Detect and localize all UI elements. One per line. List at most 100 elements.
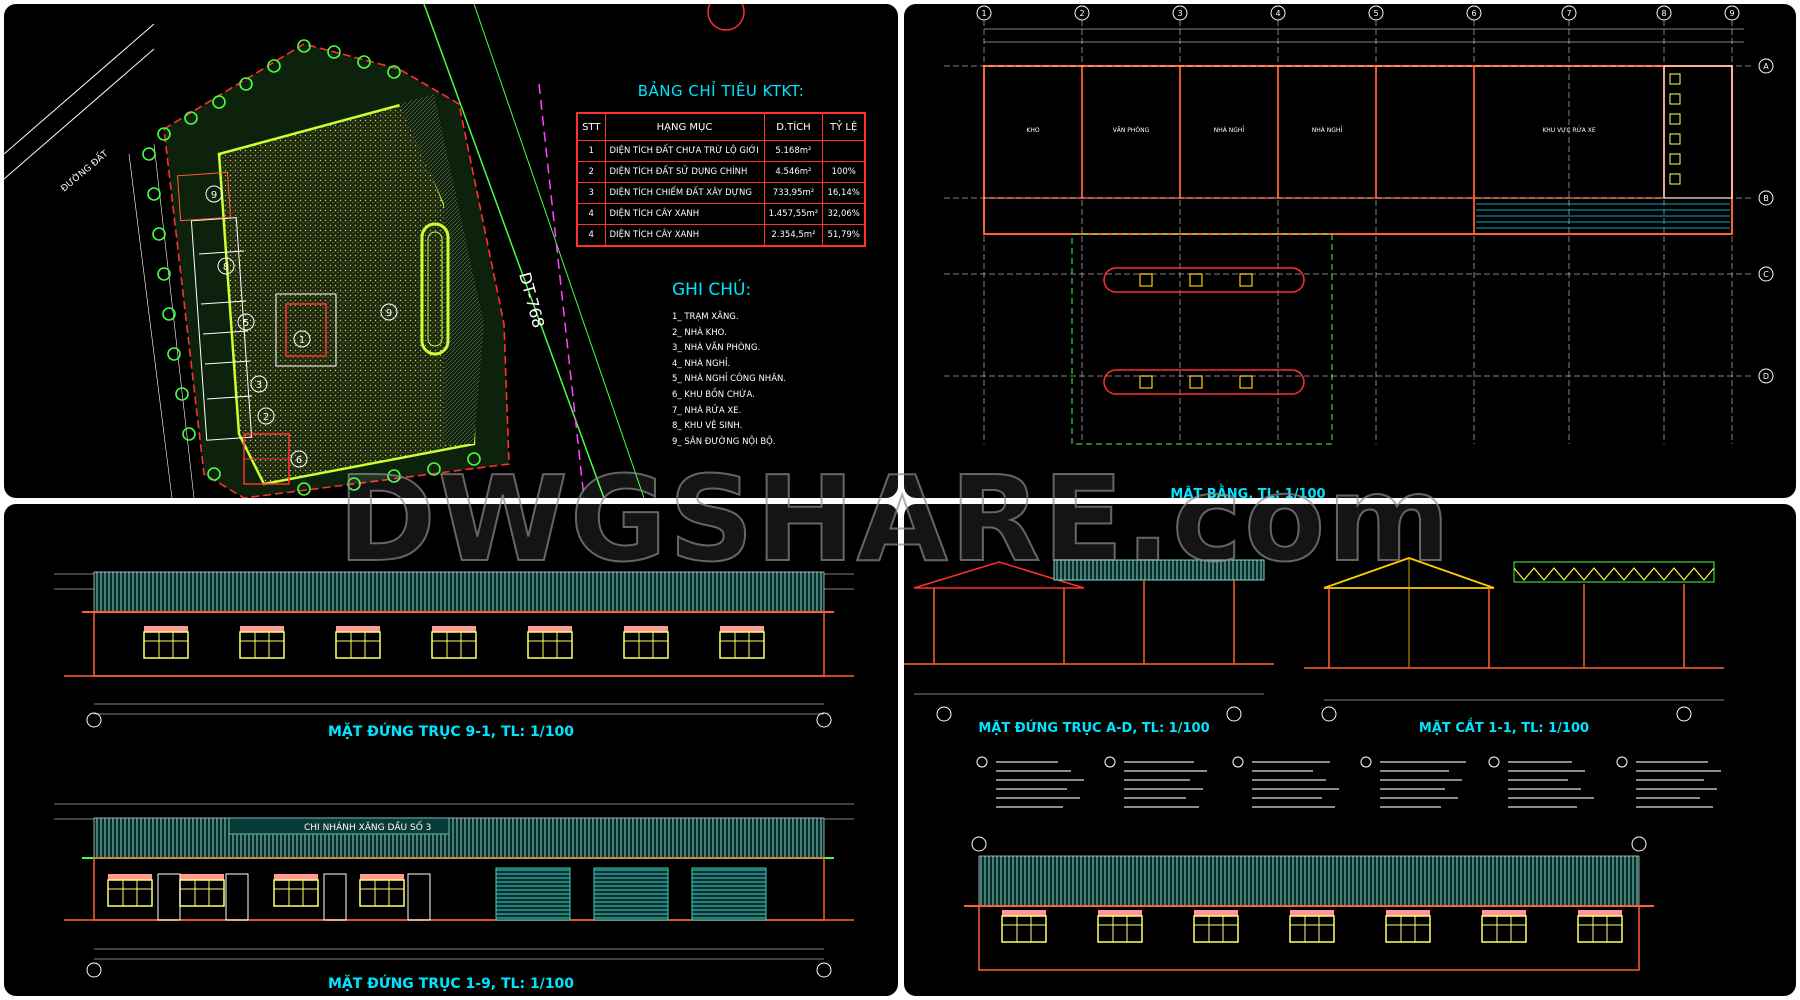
zone-label-5: 5 <box>243 318 249 329</box>
door <box>323 873 347 921</box>
window-lintel <box>1482 910 1526 916</box>
cell-stt: 1 <box>576 140 606 162</box>
axis-bubble <box>1758 368 1774 384</box>
note-item: 4_ NHÀ NGHỈ. <box>672 358 731 369</box>
axis-bubble <box>1656 5 1672 21</box>
note-item: 7_ NHÀ RỬA XE. <box>672 405 742 416</box>
axis-number: 7 <box>1566 9 1571 18</box>
axis-bubble <box>1368 5 1384 21</box>
window-lintel <box>528 626 572 632</box>
cell-ty-le: 100% <box>822 161 866 183</box>
cell-stt: 2 <box>576 161 606 183</box>
dirt-road-label: ĐƯỜNG ĐẤT <box>58 147 111 194</box>
axis-bubble <box>1758 58 1774 74</box>
axis-number: 2 <box>1079 9 1084 18</box>
window <box>719 631 765 659</box>
cell-hang-muc: DIỆN TÍCH ĐẤT CHƯA TRỪ LỘ GIỚI <box>604 140 765 162</box>
elevation-a-d <box>904 559 1274 722</box>
cell-stt: 3 <box>576 182 606 204</box>
window-lintel <box>1194 910 1238 916</box>
window <box>1385 915 1431 943</box>
axis-number: 9 <box>1729 9 1734 18</box>
ktkt-table: STT HẠNG MỤC D.TÍCH TỶ LỆ 1 DIỆN TÍCH ĐẤ… <box>576 112 866 247</box>
door <box>225 873 249 921</box>
window-lintel <box>1002 910 1046 916</box>
section-panel: MẶT ĐỨNG TRỤC A-D, TL: 1/100 MẶT CẮT 1-1… <box>904 504 1796 996</box>
window <box>273 879 319 907</box>
elevation-1-9: CHI NHÁNH XĂNG DẦU SỐ 3 <box>54 803 854 978</box>
cell-hang-muc: DIỆN TÍCH ĐẤT SỬ DỤNG CHÍNH <box>604 161 765 183</box>
room-label: KHU VỰC RỬA XE <box>1542 126 1596 134</box>
window-lintel <box>144 626 188 632</box>
cell-dien-tich: 2.354,5m² <box>763 224 824 247</box>
axis-bubble <box>1758 190 1774 206</box>
elevation-9-1-title: MẶT ĐỨNG TRỤC 9-1, TL: 1/100 <box>328 722 574 740</box>
header-stt: STT <box>576 112 606 141</box>
rear-elevation <box>964 836 1654 971</box>
cell-ty-le: 16,14% <box>822 182 866 204</box>
note-item: 8_ KHU VỆ SINH. <box>672 421 743 432</box>
section-1-1-title: MẶT CẮT 1-1, TL: 1/100 <box>1419 719 1589 736</box>
zone-label-9: 9 <box>386 308 392 319</box>
axis-bubble <box>1466 5 1482 21</box>
zone-label-8: 9 <box>211 190 217 201</box>
zone-label-3: 3 <box>256 380 262 391</box>
axis-letter: B <box>1763 194 1769 203</box>
axis-bubble <box>1270 5 1286 21</box>
elevation-1-9-title: MẶT ĐỨNG TRỤC 1-9, TL: 1/100 <box>328 974 574 992</box>
window <box>1001 915 1047 943</box>
window <box>1193 915 1239 943</box>
elevation-9-1 <box>54 571 854 728</box>
window <box>1577 915 1623 943</box>
cell-stt: 4 <box>576 224 606 247</box>
zone-label-7: 8 <box>223 262 229 273</box>
window-lintel <box>1290 910 1334 916</box>
window-lintel <box>1098 910 1142 916</box>
axis-number: 8 <box>1661 9 1666 18</box>
window-lintel <box>1578 910 1622 916</box>
window-lintel <box>432 626 476 632</box>
note-item: 2_ NHÀ KHO. <box>672 327 727 338</box>
section-1-1 <box>1304 557 1724 722</box>
axis-number: 5 <box>1373 9 1378 18</box>
elevations-drawing: MẶT ĐỨNG TRỤC 9-1, TL: 1/100 CHI NHÁNH X… <box>54 571 854 992</box>
window <box>335 631 381 659</box>
axis-letter: D <box>1763 372 1769 381</box>
note-item: 3_ NHÀ VĂN PHÒNG. <box>672 343 761 354</box>
note-item: 6_ KHU BỒN CHỨA. <box>672 389 755 400</box>
window-lintel <box>180 874 224 880</box>
table-row: 4 DIỆN TÍCH CÂY XANH 2.354,5m² 51,79% <box>576 224 866 247</box>
cell-hang-muc: DIỆN TÍCH CHIẾM ĐẤT XÂY DỰNG <box>604 182 765 204</box>
cell-dien-tich: 733,95m² <box>763 182 824 204</box>
window-lintel <box>624 626 668 632</box>
window-lintel <box>1386 910 1430 916</box>
tree-markers <box>142 39 481 496</box>
table-row: 2 DIỆN TÍCH ĐẤT SỬ DỤNG CHÍNH 4.546m² 10… <box>576 161 866 183</box>
cell-hang-muc: DIỆN TÍCH CÂY XANH <box>604 203 765 225</box>
axis-letter: C <box>1763 270 1769 279</box>
axis-bubble <box>1724 5 1740 21</box>
axis-bubble <box>1172 5 1188 21</box>
window <box>359 879 405 907</box>
table-row: 4 DIỆN TÍCH CÂY XANH 1.457,55m² 32,06% <box>576 203 866 225</box>
table-row: 3 DIỆN TÍCH CHIẾM ĐẤT XÂY DỰNG 733,95m² … <box>576 182 866 204</box>
room-label: VĂN PHÒNG <box>1113 127 1150 134</box>
cell-dien-tich: 4.546m² <box>763 161 824 183</box>
window-lintel <box>240 626 284 632</box>
cell-dien-tich: 5.168m² <box>763 140 824 162</box>
header-dien-tich: D.TÍCH <box>763 112 824 141</box>
elevation-a-d-title: MẶT ĐỨNG TRỤC A-D, TL: 1/100 <box>978 720 1209 736</box>
plan-title: MẶT BẰNG, TL: 1/100 <box>1170 485 1325 498</box>
window <box>1289 915 1335 943</box>
note-item: 5_ NHÀ NGHỈ CÔNG NHÂN. <box>672 374 787 385</box>
door <box>407 873 431 921</box>
axis-letter: A <box>1763 62 1769 71</box>
axis-bubble <box>1074 5 1090 21</box>
window-lintel <box>336 626 380 632</box>
window <box>431 631 477 659</box>
note-item: 1_ TRẠM XĂNG. <box>672 312 739 322</box>
room-label: NHÀ NGHỈ <box>1312 126 1343 134</box>
cell-dien-tich: 1.457,55m² <box>763 203 824 225</box>
notes-title: GHI CHÚ: <box>672 280 752 300</box>
note-item: 9_ SÂN ĐƯỜNG NỘI BỘ. <box>672 436 776 447</box>
